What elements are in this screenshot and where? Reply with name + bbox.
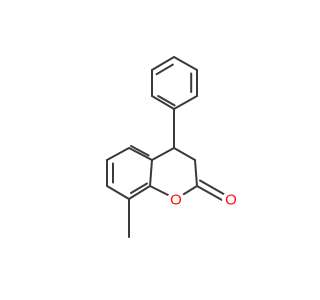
double-bond-inner [157, 95, 176, 107]
bond [149, 159, 153, 187]
carbonyl-bond-inner [199, 179, 226, 196]
bond [173, 56, 198, 71]
bond [106, 185, 130, 200]
carbonyl-oxygen-atom: O [222, 191, 240, 209]
structure-diagram: O O [106, 56, 240, 238]
bond [173, 147, 196, 161]
double-bond-inner [130, 182, 148, 194]
ring-oxygen-label: O [170, 192, 182, 209]
double-bond-inner [130, 145, 150, 157]
bond [151, 147, 175, 161]
benzene-ring [106, 145, 153, 200]
phenyl-ring [151, 56, 198, 110]
carbonyl-oxygen-label: O [225, 192, 237, 209]
bond [194, 159, 198, 187]
ring-oxygen-atom: O [167, 191, 185, 209]
carbonyl-bond [196, 185, 223, 201]
bond [128, 147, 153, 161]
bond [151, 95, 175, 110]
bond [106, 147, 130, 161]
bond [151, 56, 175, 71]
lactone-ring [149, 147, 226, 201]
double-bond-inner [155, 63, 174, 76]
bond [173, 95, 198, 110]
bond [128, 185, 151, 200]
